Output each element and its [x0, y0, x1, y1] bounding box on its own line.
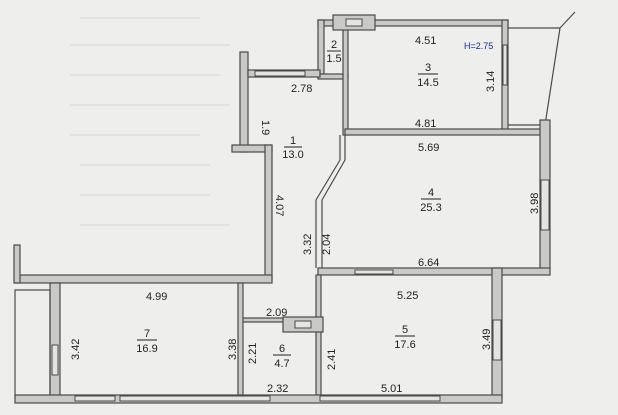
room-area: 13.0	[282, 149, 303, 161]
dim-corridor-left-upper: 1.9	[259, 120, 271, 135]
room-number: 4	[428, 187, 434, 199]
room-area: 16.9	[136, 343, 157, 355]
room-label-3: 3 14.5	[417, 62, 438, 89]
dim-corridor-left-lower: 4.07	[273, 195, 285, 216]
room-label-2: 2 1.5	[326, 39, 341, 65]
room-area: 25.3	[420, 202, 441, 214]
dim-room6-bottom: 2.32	[267, 383, 288, 395]
dim-room5-right: 3.49	[481, 329, 493, 350]
room-number: 7	[144, 328, 150, 340]
dim-room5-top: 5.25	[397, 290, 418, 302]
room-label-1: 1 13.0	[282, 135, 303, 161]
dim-room5-bottom: 5.01	[381, 383, 402, 395]
dimension-labels: 4.51 3.14 4.81 2.78 1.9 4.07 3.32 5.69 2…	[70, 35, 541, 395]
room-label-7: 7 16.9	[136, 328, 157, 355]
room-label-6: 6 4.7	[273, 343, 291, 370]
ventilation-shaft-top	[332, 14, 376, 31]
ceiling-height: H=2.75	[464, 41, 493, 51]
dim-room7-right: 3.38	[227, 339, 239, 360]
dim-room4-bottom: 6.64	[418, 257, 439, 269]
dim-corridor-top: 2.78	[291, 83, 312, 95]
dim-room7-top: 4.99	[146, 291, 167, 303]
dim-room6-top: 2.09	[266, 307, 287, 319]
dim-room4-right: 3.98	[529, 193, 541, 214]
dim-room4-top: 5.69	[418, 142, 439, 154]
room-area: 14.5	[417, 77, 438, 89]
room-number: 1	[290, 135, 296, 147]
dim-room7-left: 3.42	[70, 339, 82, 360]
dim-room3-right: 3.14	[485, 71, 497, 92]
room-number: 3	[425, 62, 431, 74]
dim-room5-left: 2.41	[326, 349, 338, 370]
room-number: 6	[279, 343, 285, 355]
dim-room3-top: 4.51	[415, 35, 436, 47]
room-area: 17.6	[394, 339, 415, 351]
room-label-5: 5 17.6	[394, 324, 415, 351]
room-area: 1.5	[326, 53, 341, 65]
background-faint-text	[70, 17, 230, 226]
room-area: 4.7	[274, 358, 289, 370]
room-label-4: 4 25.3	[420, 187, 441, 214]
dim-room3-bottom: 4.81	[415, 118, 436, 130]
dim-room4-left: 2.04	[321, 234, 333, 255]
room-number: 5	[402, 324, 408, 336]
ventilation-shaft-bottom	[282, 316, 324, 333]
room-number: 2	[331, 39, 337, 51]
walls	[13, 11, 576, 404]
dim-corridor-right: 3.32	[302, 234, 314, 255]
dim-room6-left: 2.21	[247, 343, 259, 364]
